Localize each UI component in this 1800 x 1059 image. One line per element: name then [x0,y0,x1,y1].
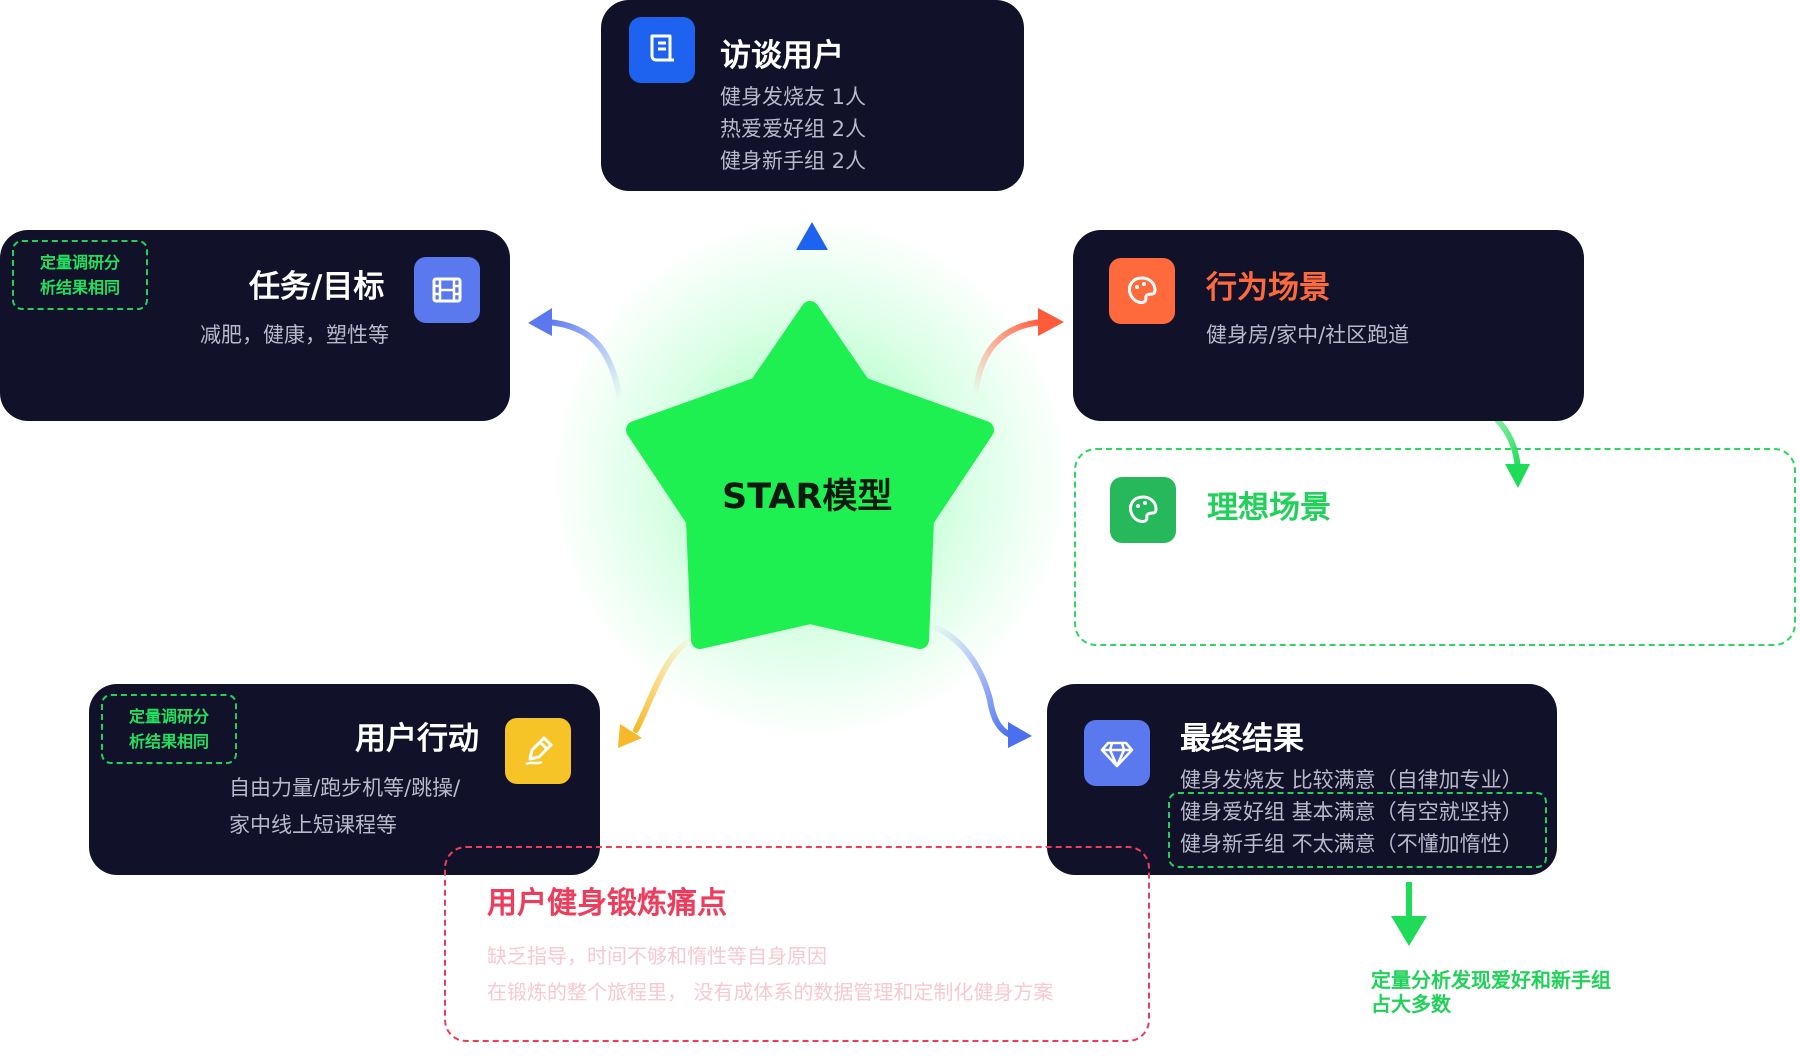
palette-icon [1109,258,1175,324]
pain-box [444,846,1150,1042]
arrow-up-head [796,222,828,250]
task-title: 任务/目标 [249,269,385,305]
pain-line-1: 缺乏指导，时间不够和惰性等自身原因 [487,944,827,968]
pen-icon [505,718,571,784]
palette-icon [1110,477,1176,543]
star-shape [626,301,994,649]
arrow-behavior-ideal-head [1505,464,1530,488]
arrow-down-left [633,635,698,733]
task-tag-line-2: 析结果相同 [39,278,120,297]
task-tag: 定量调研分 析结果相同 [12,240,148,310]
conclusion-line-1: 定量分析发现爱好和新手组 [1371,968,1611,992]
action-line-1: 自由力量/跑步机等/跳操/ [229,776,461,800]
interview-title: 访谈用户 [720,38,844,74]
action-tag-line-2: 析结果相同 [128,732,209,751]
arrow-down-right-head [1008,722,1032,748]
arrow-down-right [927,622,1013,738]
pain-line-2: 在锻炼的整个旅程里， 没有成体系的数据管理和定制化健身方案 [487,980,1054,1004]
interview-line-3: 健身新手组 2人 [720,149,867,173]
task-tag-line-1: 定量调研分 [39,253,120,272]
result-line-2: 健身爱好组 基本满意（有空就坚持） [1180,800,1523,824]
result-card: 最终结果 健身发烧友 比较满意（自律加专业） 健身爱好组 基本满意（有空就坚持）… [1047,684,1557,875]
arrow-down-left-head [618,724,642,748]
document-icon [629,17,695,83]
conclusion-line-2: 占大多数 [1371,992,1451,1016]
interview-card: 访谈用户 健身发烧友 1人 热爱爱好组 2人 健身新手组 2人 [601,0,1024,191]
arrow-right-head [1038,308,1064,336]
pain-title: 用户健身锻炼痛点 [487,886,727,921]
action-card: 定量调研分 析结果相同 用户行动 自由力量/跑步机等/跳操/ 家中线上短课程等 [89,684,600,875]
behavior-title: 行为场景 [1206,270,1330,306]
behavior-card: 行为场景 健身房/家中/社区跑道 [1073,230,1584,421]
action-tag: 定量调研分 析结果相同 [101,694,237,764]
result-highlight-box [1168,792,1547,868]
result-title: 最终结果 [1180,721,1304,757]
arrow-right [972,319,1045,398]
ideal-title: 理想场景 [1207,490,1331,526]
interview-line-2: 热爱爱好组 2人 [720,117,867,141]
arrow-result-down-head [1391,916,1427,946]
interview-line-1: 健身发烧友 1人 [720,85,867,109]
result-line-1: 健身发烧友 比较满意（自律加专业） [1180,768,1523,792]
action-title: 用户行动 [355,721,479,757]
ideal-box [1074,448,1796,646]
action-line-2: 家中线上短课程等 [229,813,397,837]
arrow-left-head [528,308,552,336]
behavior-desc: 健身房/家中/社区跑道 [1206,323,1410,347]
result-line-3: 健身新手组 不太满意（不懂加惰性） [1180,832,1523,856]
task-desc: 减肥，健康，塑性等 [200,323,389,347]
diamond-icon [1084,720,1150,786]
task-card: 定量调研分 析结果相同 任务/目标 减肥，健康，塑性等 [0,230,510,421]
action-tag-line-1: 定量调研分 [128,707,209,726]
film-icon [414,257,480,323]
star-label: STAR模型 [722,477,893,517]
arrow-left [545,319,623,403]
